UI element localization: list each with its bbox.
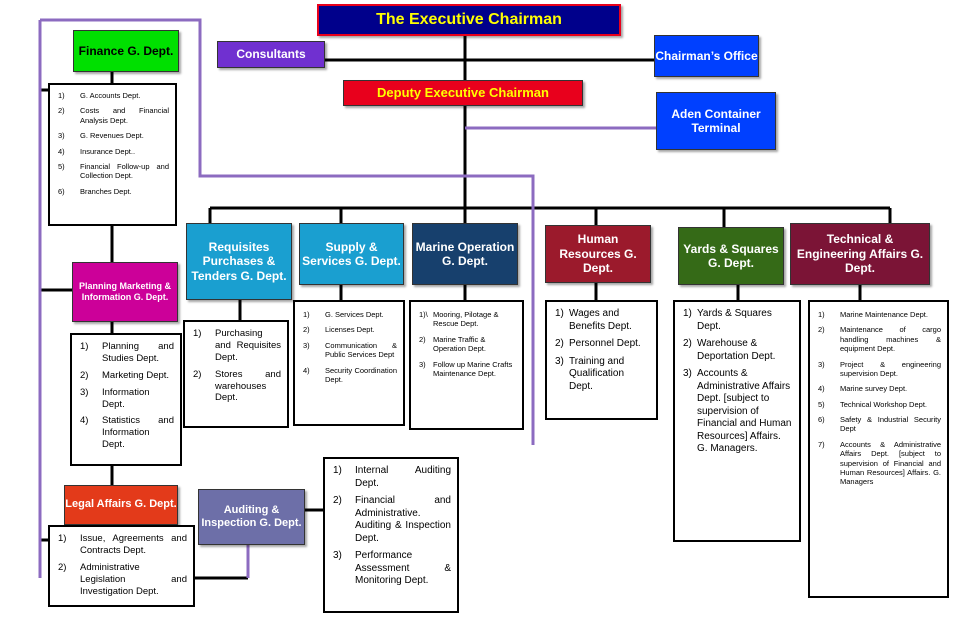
list-item: 1)G. Services Dept.: [303, 310, 384, 319]
technical-dept-list: 1)Marine Maintenance Dept. 2)Maintenance…: [808, 300, 949, 598]
auditing-dept-header: Auditing & Inspection G. Dept.: [198, 489, 305, 545]
yards-dept-list: 1)Yards & Squares Dept. 2)Warehouse & De…: [673, 300, 801, 542]
list-item: 1)Marine Maintenance Dept.: [818, 310, 928, 319]
list-item: 3)Accounts & Administrative Affairs Dept…: [683, 368, 792, 454]
list-item: 3)Information Dept.: [80, 386, 150, 410]
list-item: 1)Yards & Squares Dept.: [683, 308, 772, 332]
planning-dept-header: Planning Marketing & Information G. Dept…: [72, 262, 178, 322]
chairmans-office-box: Chairman’s Office: [654, 35, 759, 77]
list-item: 1)Wages and Benefits Dept.: [555, 308, 632, 332]
aden-terminal-box: Aden Container Terminal: [656, 92, 776, 150]
finance-dept-header: Finance G. Dept.: [73, 30, 179, 72]
list-item: 1)G. Accounts Dept.: [58, 91, 141, 100]
list-item: 5)Technical Workshop Dept.: [818, 399, 927, 409]
list-item: 7)Accounts & Administrative Affairs Dept…: [818, 439, 941, 487]
list-item: 2)Personnel Dept.: [555, 338, 641, 349]
technical-dept-header: Technical & Engineering Affairs G. Dept.: [790, 223, 930, 285]
list-item: 3)Project & engineering supervision Dept…: [818, 359, 941, 378]
consultants-box: Consultants: [217, 41, 325, 68]
list-item: 4)Marine survey Dept.: [818, 384, 908, 394]
requisites-dept-header: Requisites Purchases & Tenders G. Dept.: [186, 223, 292, 300]
list-item: 1)Purchasing and Requisites Dept.: [193, 328, 281, 363]
planning-dept-list: 1)Planning and Studies Dept. 2)Marketing…: [70, 333, 182, 466]
requisites-dept-list: 1)Purchasing and Requisites Dept. 2)Stor…: [183, 320, 289, 428]
hr-dept-list: 1)Wages and Benefits Dept. 2)Personnel D…: [545, 300, 658, 420]
legal-dept-header: Legal Affairs G. Dept.: [64, 485, 178, 525]
legal-dept-list: 1)Issue, Agreements and Contracts Dept. …: [48, 525, 195, 607]
list-item: 3)Communication & Public Services Dept: [303, 340, 397, 360]
list-item: 1)Issue, Agreements and Contracts Dept.: [58, 533, 187, 556]
list-item: 6)Safety & Industrial Security Dept: [818, 415, 941, 434]
list-item: 2)Costs and Financial Analysis Dept.: [58, 106, 169, 125]
list-item: 1)Internal Auditing Dept.: [333, 465, 451, 489]
list-item: 2)Marketing Dept.: [80, 369, 170, 381]
list-item: 2)Financial and Administrative. Auditing…: [333, 495, 451, 544]
yards-dept-header: Yards & Squares G. Dept.: [678, 227, 784, 285]
list-item: 4)Security Coordination Dept.: [303, 365, 397, 384]
hr-dept-header: Human Resources G. Dept.: [545, 225, 651, 283]
list-item: 6)Branches Dept.: [58, 186, 132, 196]
finance-dept-list: 1)G. Accounts Dept. 2)Costs and Financia…: [48, 83, 177, 226]
list-item: 2)Maintenance of cargo handling machines…: [818, 325, 941, 354]
list-item: 2)Administrative Legislation and Investi…: [58, 561, 187, 597]
deputy-chairman-box: Deputy Executive Chairman: [343, 80, 583, 106]
list-item: 3)G. Revenues Dept.: [58, 131, 144, 141]
list-item: 1)\Mooring, Pilotage & Rescue Dept.: [419, 310, 499, 329]
list-item: 3)Performance Assessment & Monitoring De…: [333, 550, 451, 586]
list-item: 2)Marine Traffic & Operation Dept.: [419, 334, 486, 354]
supply-dept-list: 1)G. Services Dept. 2)Licenses Dept. 3)C…: [293, 300, 405, 426]
marine-dept-list: 1)\Mooring, Pilotage & Rescue Dept. 2)Ma…: [409, 300, 524, 430]
list-item: 3)Follow up Marine Crafts Maintenance De…: [419, 359, 513, 378]
list-item: 3)Training and Qualification Dept.: [555, 355, 625, 392]
list-item: 2)Stores and warehouses Dept.: [193, 368, 281, 404]
list-item: 2)Licenses Dept.: [303, 325, 375, 335]
list-item: 1)Planning and Studies Dept.: [80, 341, 174, 364]
auditing-dept-list: 1)Internal Auditing Dept. 2)Financial an…: [323, 457, 459, 613]
supply-dept-header: Supply & Services G. Dept.: [299, 223, 404, 285]
executive-chairman-box: The Executive Chairman: [317, 4, 621, 36]
list-item: 2)Warehouse & Deportation Dept.: [683, 338, 776, 362]
list-item: 4)Insurance Dept..: [58, 146, 136, 156]
marine-dept-header: Marine Operation G. Dept.: [412, 223, 518, 285]
list-item: 5)Financial Follow-up and Collection Dep…: [58, 161, 169, 181]
list-item: 4)Statistics and Information Dept.: [80, 415, 174, 451]
